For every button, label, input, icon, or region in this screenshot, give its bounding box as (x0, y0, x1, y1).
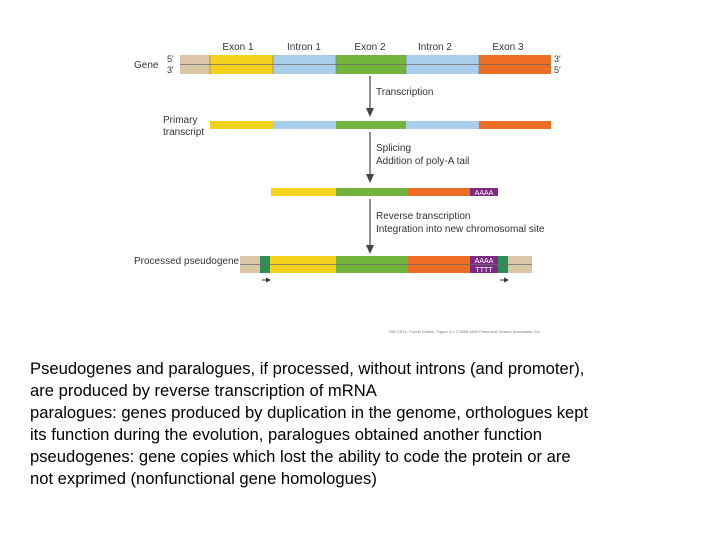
pp-polya-text: AAAA (475, 258, 494, 265)
mrna-polya-tail (470, 188, 498, 196)
caption-line: its function during the evolution, paral… (30, 425, 542, 444)
step-integration: Integration into new chromosomal site (376, 224, 545, 235)
mrna-exon2 (336, 188, 408, 196)
processed-pseudogene (240, 256, 532, 273)
step-polya: Addition of poly-A tail (376, 156, 469, 167)
step-reverse-transcription: Reverse transcription (376, 211, 470, 222)
splicing-arrow (366, 132, 374, 183)
pseudogene-diagram: Exon 1 Intron 1 Exon 2 Intron 2 Exon 3 G… (134, 42, 561, 334)
processed-pseudogene-label: Processed pseudogene (134, 256, 240, 267)
caption-line: pseudogenes: gene copies which lost the … (30, 447, 571, 466)
mrna-polya-text: AAAA (475, 190, 494, 197)
exon3-header: Exon 3 (492, 42, 524, 53)
caption: Pseudogenes and paralogues, if processed… (30, 358, 710, 490)
pt-exon3 (479, 121, 551, 129)
caption-line: paralogues: genes produced by duplicatio… (30, 403, 589, 422)
pt-intron1 (273, 121, 336, 129)
step-transcription: Transcription (376, 87, 433, 98)
step-splicing: Splicing (376, 143, 411, 154)
direct-repeat-arrow-right (500, 277, 509, 283)
pt-intron2 (406, 121, 479, 129)
caption-line: are produced by reverse transcription of… (30, 381, 377, 400)
reverse-transcription-arrow (366, 199, 374, 254)
gene-3prime-left: 3′ (167, 65, 174, 75)
primary-transcript-label-line1: Primary (163, 115, 197, 126)
gene-5prime-right: 5′ (554, 65, 561, 75)
gene-5prime-left: 5′ (167, 54, 174, 64)
intron1-header: Intron 1 (287, 42, 321, 53)
mrna-exon1 (271, 188, 336, 196)
caption-line: Pseudogenes and paralogues, if processed… (30, 359, 585, 378)
exon2-header: Exon 2 (354, 42, 386, 53)
mrna (271, 188, 498, 196)
pt-exon2 (336, 121, 406, 129)
gene-label: Gene (134, 60, 159, 71)
pt-exon1 (210, 121, 273, 129)
exon1-header: Exon 1 (222, 42, 254, 53)
intron2-header: Intron 2 (418, 42, 452, 53)
direct-repeat-arrow-left (262, 277, 271, 283)
gene-strands (180, 55, 551, 74)
gene-3prime-right: 3′ (554, 54, 561, 64)
primary-transcript-label-line2: transcript (163, 127, 204, 138)
transcription-arrow (366, 76, 374, 117)
mrna-exon3 (408, 188, 470, 196)
caption-line: not exprimed (nonfunctional gene homolog… (30, 469, 377, 488)
pp-polyt-text: TTTT (475, 267, 493, 274)
figure-credit: THE CELL, Fourth Edition, Figure 4.x © 2… (388, 329, 541, 334)
primary-transcript (210, 121, 551, 129)
